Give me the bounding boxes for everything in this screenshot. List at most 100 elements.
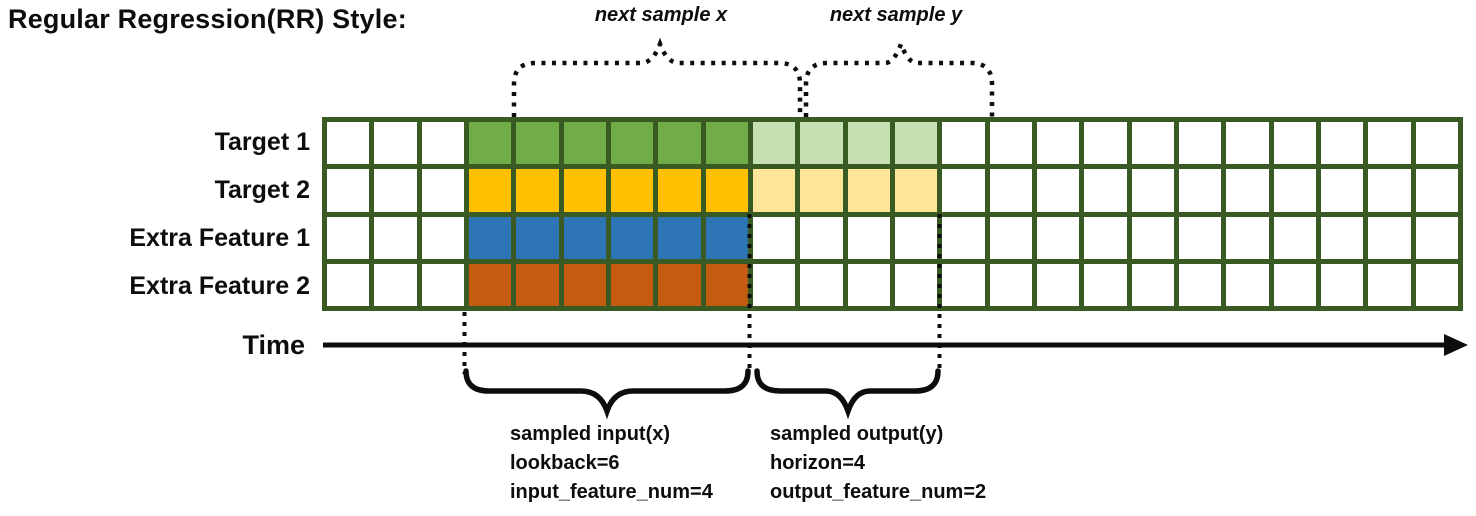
- grid-cell: [516, 216, 559, 259]
- grid-cell: [989, 216, 1032, 259]
- sample-grid: [322, 117, 1463, 311]
- grid-cell: [847, 122, 890, 165]
- grid-cell: [989, 122, 1032, 165]
- grid-cell: [1368, 169, 1411, 212]
- time-axis-arrowhead-icon: [1444, 334, 1468, 356]
- grid-cell: [705, 169, 748, 212]
- lookback-value: lookback=6: [510, 452, 620, 474]
- grid-cell: [1320, 263, 1364, 306]
- sampled-input-brace: [463, 368, 751, 420]
- grid-cell: [468, 169, 512, 212]
- sampled-output-annotation: sampled output(y) horizon=4 output_featu…: [770, 420, 986, 507]
- grid-cell: [705, 263, 748, 306]
- grid-cell: [468, 216, 512, 259]
- grid-cell: [327, 122, 370, 165]
- grid-cell: [1084, 122, 1127, 165]
- grid-cell: [1320, 216, 1364, 259]
- grid-cell: [942, 216, 985, 259]
- grid-cell: [610, 263, 654, 306]
- horizon-value: horizon=4: [770, 452, 866, 474]
- row-label-target-2: Target 2: [214, 176, 310, 204]
- grid-cell: [610, 122, 654, 165]
- grid-cell: [1320, 169, 1364, 212]
- grid-cell: [942, 122, 985, 165]
- sampled-output-title: sampled output(y): [770, 423, 944, 445]
- grid-cell: [1226, 122, 1269, 165]
- grid-cell: [1036, 216, 1080, 259]
- grid-cell: [374, 263, 417, 306]
- grid-cell: [1178, 122, 1222, 165]
- sampled-input-title: sampled input(x): [510, 423, 671, 445]
- grid-cell: [563, 169, 606, 212]
- grid-cell: [800, 169, 843, 212]
- grid-cell: [327, 216, 370, 259]
- grid-cell: [1415, 122, 1458, 165]
- grid-cell: [847, 169, 890, 212]
- sampled-output-brace: [754, 368, 941, 420]
- next-sample-x-brace: [511, 37, 803, 117]
- next-sample-y-brace: [803, 37, 995, 117]
- grid-cell: [989, 263, 1032, 306]
- row-label-target-1: Target 1: [214, 128, 310, 156]
- grid-cell: [1084, 169, 1127, 212]
- row-label-extra-feature-1: Extra Feature 1: [129, 224, 310, 252]
- grid-cell: [1226, 169, 1269, 212]
- grid-cell: [421, 169, 464, 212]
- grid-cell: [421, 122, 464, 165]
- grid-cell: [1368, 263, 1411, 306]
- grid-cell: [468, 263, 512, 306]
- grid-cell: [516, 263, 559, 306]
- grid-cell: [658, 122, 701, 165]
- grid-cell: [374, 216, 417, 259]
- next-sample-y-label: next sample y: [829, 4, 963, 26]
- grid-cell: [563, 216, 606, 259]
- grid-cell: [1036, 169, 1080, 212]
- grid-cell: [374, 122, 417, 165]
- grid-cell: [563, 122, 606, 165]
- grid-cell: [847, 216, 890, 259]
- input-feature-num-value: input_feature_num=4: [510, 481, 713, 503]
- grid-cell: [1273, 122, 1316, 165]
- grid-cell: [1131, 122, 1174, 165]
- grid-cell: [658, 169, 701, 212]
- grid-cell: [516, 122, 559, 165]
- grid-cell: [1131, 169, 1174, 212]
- grid-cell: [610, 169, 654, 212]
- grid-cell: [800, 122, 843, 165]
- grid-cell: [752, 216, 796, 259]
- grid-cell: [1368, 122, 1411, 165]
- row-label-extra-feature-2: Extra Feature 2: [129, 272, 310, 300]
- grid-cell: [752, 169, 796, 212]
- grid-cell: [610, 216, 654, 259]
- grid-cell: [1131, 263, 1174, 306]
- grid-cell: [1084, 216, 1127, 259]
- grid-cell: [327, 263, 370, 306]
- grid-cell: [705, 216, 748, 259]
- grid-cell: [705, 122, 748, 165]
- grid-cell: [752, 263, 796, 306]
- grid-cell: [658, 263, 701, 306]
- grid-cell: [894, 216, 938, 259]
- diagram-title: Regular Regression(RR) Style:: [8, 4, 407, 34]
- grid-cell: [1320, 122, 1364, 165]
- grid-cell: [894, 122, 938, 165]
- grid-cell: [1131, 216, 1174, 259]
- grid-cell: [800, 216, 843, 259]
- sampled-input-annotation: sampled input(x) lookback=6 input_featur…: [510, 420, 713, 507]
- time-axis-label: Time: [242, 330, 305, 360]
- grid-cell: [1036, 263, 1080, 306]
- grid-cell: [847, 263, 890, 306]
- grid-cell: [1226, 263, 1269, 306]
- grid-cell: [1084, 263, 1127, 306]
- grid-cell: [1178, 169, 1222, 212]
- grid-cell: [658, 216, 701, 259]
- next-sample-x-label: next sample x: [594, 4, 728, 26]
- grid-cell: [894, 263, 938, 306]
- grid-cell: [800, 263, 843, 306]
- grid-cell: [1036, 122, 1080, 165]
- grid-cell: [1273, 263, 1316, 306]
- grid-cell: [1178, 216, 1222, 259]
- grid-cell: [516, 169, 559, 212]
- grid-cell: [1226, 216, 1269, 259]
